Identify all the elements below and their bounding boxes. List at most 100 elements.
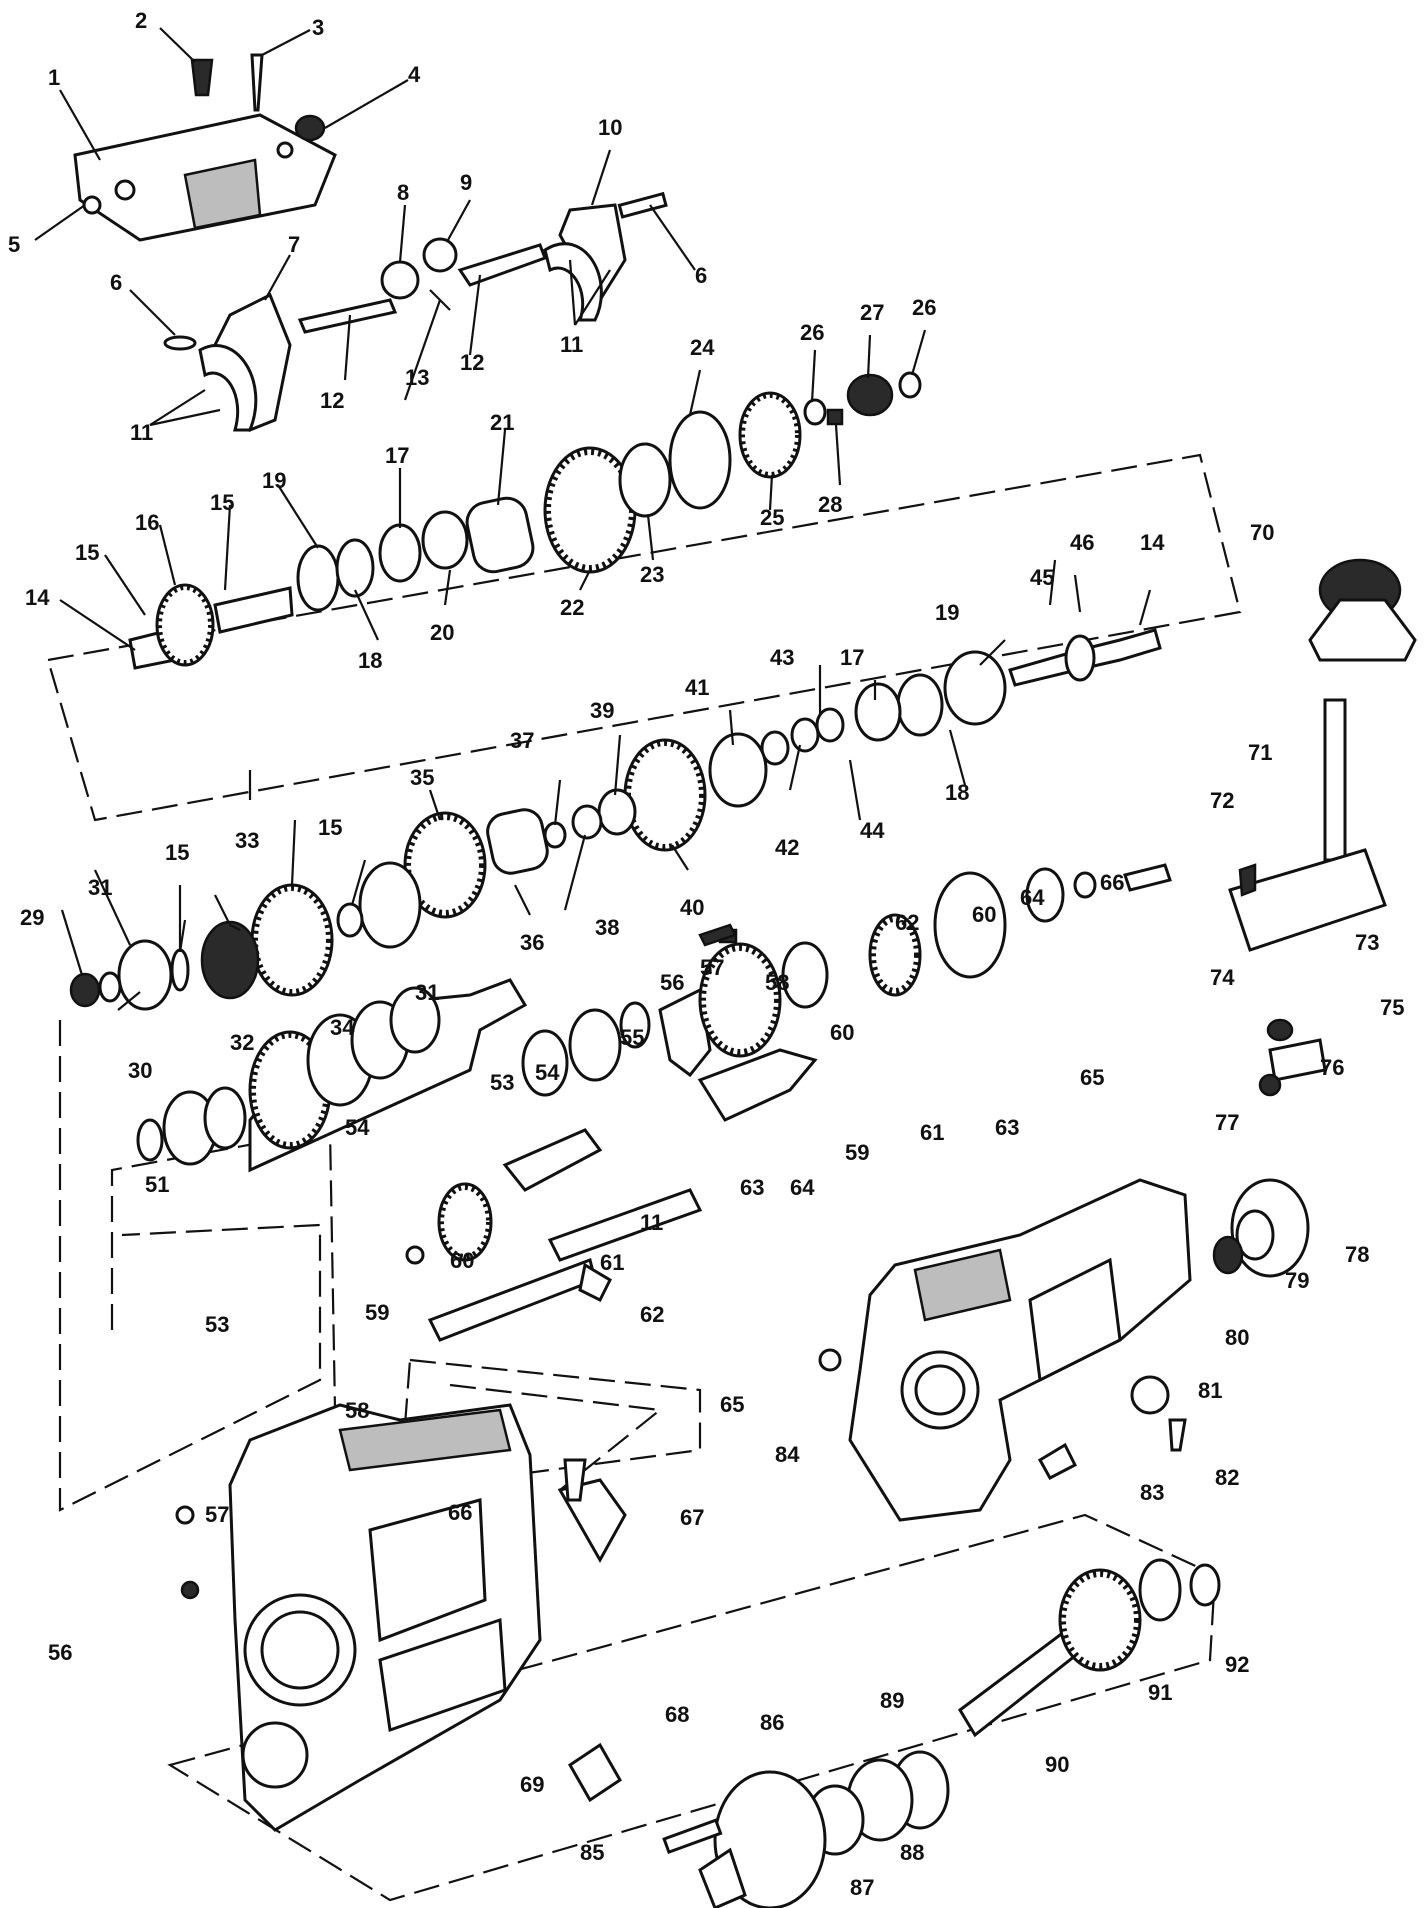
callout-19-a: 19 [262,468,286,493]
callout-92: 82 [1215,1465,1239,1490]
callout-94: 84 [775,1442,800,1467]
callout-11-left: 11 [130,420,153,445]
pin-6-right [617,191,668,219]
extension-housing-part [848,1178,1192,1522]
callout-55: 56 [660,970,684,995]
callout-26-b: 26 [912,295,936,320]
callout-31-b: 31 [415,980,439,1005]
callout-31-a: 31 [88,875,112,900]
callout-93: 83 [1140,1480,1164,1505]
shift-tower-group [1228,558,1417,1097]
callout-11-mid: 11 [640,1210,663,1235]
callout-7: 7 [288,232,300,257]
callout-26-a: 26 [800,320,824,345]
leader-lines [34,27,1152,1011]
callout-6-left: 6 [110,270,122,295]
callout-44: 44 [860,818,885,843]
callout-12-mid: 12 [460,350,484,375]
callout-15-d: 15 [165,840,189,865]
callout-64: 65 [1080,1065,1104,1090]
callout-34: 34 [330,1015,355,1040]
callout-99: 89 [880,1688,904,1713]
callout-45: 45 [1030,565,1054,590]
callout-27: 27 [860,300,884,325]
callout-18-b: 18 [945,780,969,805]
callout-22: 22 [560,595,584,620]
callout-75: 65 [720,1392,744,1417]
reverse-idler-group [405,1048,818,1564]
callout-41: 41 [685,675,709,700]
pin-6-left [163,335,197,351]
callout-1: 1 [48,65,60,90]
callout-86: 76 [1320,1055,1344,1080]
ball-5 [82,195,102,215]
rail-12-mid [457,243,547,287]
callout-43: 43 [770,645,794,670]
bolt-3 [250,53,264,112]
fork-11-left [198,343,258,432]
callout-67: 57 [205,1502,229,1527]
callout-15-b: 15 [75,540,99,565]
callout-30: 30 [128,1058,152,1083]
callout-80: 70 [1250,520,1274,545]
callout-81: 71 [1248,740,1272,765]
ring-9 [422,237,458,273]
callout-23: 23 [640,562,664,587]
callout-18-a: 18 [358,648,382,673]
callout-8: 8 [397,180,409,205]
callout-58: 59 [845,1140,869,1165]
callout-38: 38 [595,915,619,940]
extension-hardware [818,1348,1187,1481]
callout-66: 56 [48,1640,72,1665]
callout-9: 9 [460,170,472,195]
callout-102: 92 [1225,1652,1249,1677]
callout-72: 62 [640,1302,664,1327]
callout-101: 91 [1148,1680,1172,1705]
callout-17-b: 17 [840,645,864,670]
callout-25: 25 [760,505,784,530]
extension-group-outline [449,1383,663,1491]
callout-90: 80 [1225,1325,1249,1350]
callout-21: 21 [490,410,514,435]
callout-15-a: 15 [210,490,234,515]
callout-39: 39 [590,698,614,723]
callout-12-left: 12 [320,388,344,413]
callout-59-b: 60 [830,1020,854,1045]
callout-74: 64 [790,1175,815,1200]
callout-88: 78 [1345,1242,1369,1267]
callout-69: 59 [365,1300,389,1325]
callout-28: 28 [818,492,842,517]
callout-42: 42 [775,835,799,860]
callout-71: 61 [600,1250,624,1275]
plug-4 [294,114,326,142]
callout-60: 61 [920,1120,944,1145]
callout-15-c: 15 [318,815,342,840]
callout-14-a: 14 [25,585,50,610]
callout-70: 60 [450,1248,474,1273]
callout-17-a: 17 [385,443,409,468]
callout-79: 69 [520,1772,544,1797]
callout-56: 57 [700,955,724,980]
callout-40: 40 [680,895,704,920]
callout-37: 37 [510,728,534,753]
output-shaft-group [662,1558,1221,1908]
callout-19-b: 19 [935,600,959,625]
callout-98: 88 [900,1840,924,1865]
callout-54: 55 [620,1025,644,1050]
main-case-part [175,1403,622,1832]
callout-65: 66 [1100,870,1124,895]
callout-78: 68 [665,1702,689,1727]
callout-87: 77 [1215,1110,1239,1135]
output-group-outline [167,1513,1217,1902]
callout-11-top: 11 [560,332,583,357]
callout-2: 2 [135,8,147,33]
callout-13: 13 [405,365,429,390]
callout-61: 62 [895,910,919,935]
callout-3: 3 [312,15,324,40]
top-cover-part [73,113,337,242]
callout-83: 73 [1355,930,1379,955]
callout-33: 33 [235,828,259,853]
callout-91: 81 [1198,1378,1222,1403]
callout-53: 54 [535,1060,560,1085]
